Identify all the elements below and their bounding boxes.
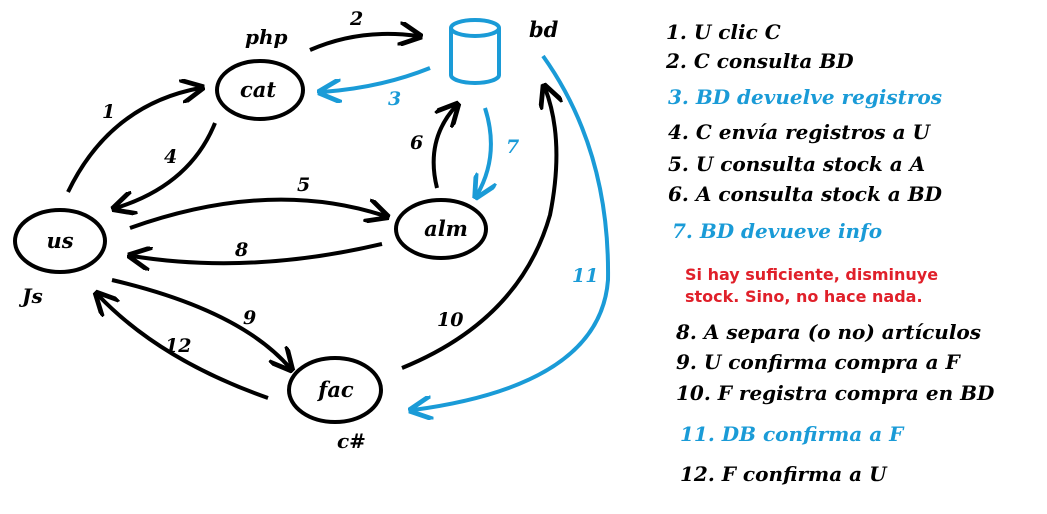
edge-label-3: 3: [388, 88, 401, 110]
edge-label-2: 2: [349, 8, 363, 30]
node-us: us: [13, 208, 107, 274]
edge-7: [477, 107, 491, 195]
edge-label-9: 9: [243, 307, 256, 329]
edge-6: [431, 106, 456, 189]
edge-label-10: 10: [437, 309, 463, 331]
lang-php-label: php: [245, 25, 288, 49]
edge-label-12: 12: [165, 335, 191, 357]
edge-label-5: 5: [297, 174, 310, 196]
node-cat-label: cat: [240, 77, 276, 102]
edge-label-11: 11: [572, 265, 598, 287]
edge-label-7: 7: [506, 136, 519, 158]
edge-4: [116, 122, 217, 208]
node-cat: cat: [215, 59, 305, 121]
edge-label-1: 1: [102, 101, 115, 123]
edge-3: [322, 66, 431, 92]
lang-js-label: Js: [18, 284, 43, 308]
node-fac-label: fac: [316, 377, 354, 402]
edge-9: [111, 278, 290, 368]
database-icon: [449, 18, 501, 85]
edge-8: [132, 242, 383, 263]
node-alm-label: alm: [424, 216, 468, 241]
node-fac: fac: [287, 356, 383, 424]
edge-2: [309, 34, 418, 52]
edge-1: [66, 88, 200, 193]
edge-10: [401, 88, 556, 370]
edge-11: [413, 54, 611, 410]
node-alm: alm: [394, 198, 488, 260]
node-us-label: us: [46, 228, 73, 253]
edge-label-6: 6: [410, 132, 423, 154]
edge-5: [129, 197, 385, 230]
lang-cs-label: c#: [337, 429, 366, 453]
node-bd-label: bd: [529, 17, 559, 42]
edge-label-8: 8: [234, 239, 248, 261]
edge-12: [98, 295, 269, 400]
edge-label-4: 4: [164, 146, 177, 168]
